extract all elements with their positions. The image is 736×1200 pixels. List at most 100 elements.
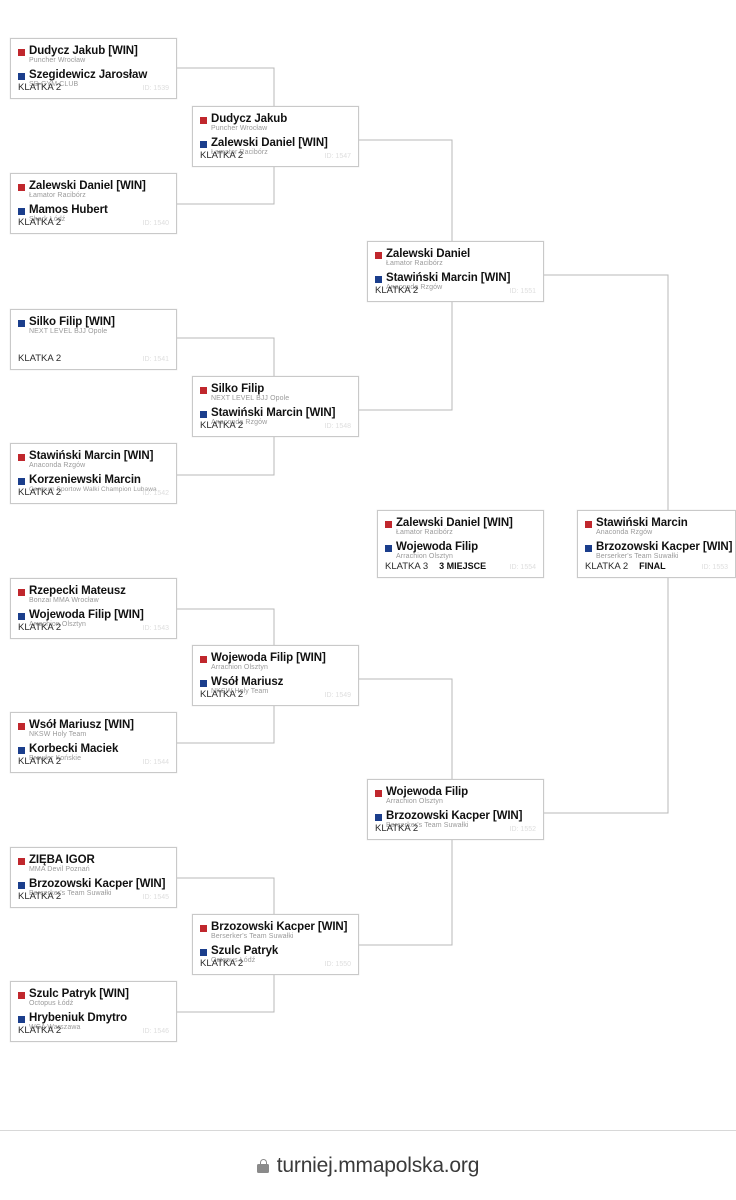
red-corner-icon bbox=[18, 723, 25, 730]
fighter-name: Brzozowski Kacper [WIN] bbox=[386, 810, 523, 823]
match-box[interactable]: Wojewoda Filip [WIN] Arrachion Olsztyn W… bbox=[192, 645, 359, 706]
fighter-gym: Berserker's Team Suwałki bbox=[386, 822, 469, 830]
match-box[interactable]: Stawiński Marcin [WIN] Anaconda Rzgów Ko… bbox=[10, 443, 177, 504]
fighter-name: Stawiński Marcin bbox=[596, 517, 688, 529]
third-place-match-box[interactable]: Zalewski Daniel [WIN] Łamator Racibórz W… bbox=[377, 510, 544, 578]
match-footer: KLATKA 2 ID: 1543 bbox=[18, 622, 169, 633]
match-box[interactable]: Dudycz Jakub Puncher Wrocław Zalewski Da… bbox=[192, 106, 359, 167]
red-corner-icon bbox=[18, 589, 25, 596]
fighter-red: Zalewski Daniel [WIN] bbox=[18, 180, 169, 192]
match-box[interactable]: Wojewoda Filip Arrachion Olsztyn Brzozow… bbox=[367, 779, 544, 840]
fighter-red: Brzozowski Kacper [WIN] bbox=[200, 921, 351, 933]
match-footer: KLATKA 2 ID: 1548 bbox=[200, 420, 351, 431]
fighter-name: Stawiński Marcin [WIN] bbox=[386, 272, 511, 285]
blue-corner-icon bbox=[375, 814, 382, 822]
fighter-blue: Brzozowski Kacper [WIN] bbox=[375, 810, 536, 822]
url-text: turniej.mmapolska.org bbox=[276, 1153, 480, 1177]
fighter-name: Dudycz Jakub [WIN] bbox=[29, 45, 138, 57]
red-corner-icon bbox=[375, 252, 382, 259]
fighter-red: Stawiński Marcin [WIN] bbox=[18, 450, 169, 462]
match-box[interactable]: Silko Filip [WIN] NEXT LEVEL BJJ Opole K… bbox=[10, 309, 177, 370]
third-place-badge: 3 MIEJSCE bbox=[439, 561, 487, 571]
url-display[interactable]: turniej.mmapolska.org bbox=[257, 1154, 479, 1178]
fighter-name: Wojewoda Filip [WIN] bbox=[211, 652, 326, 664]
fighter-name: Szegidewicz Jarosław bbox=[29, 69, 148, 82]
cage-label: KLATKA 2 bbox=[18, 217, 62, 228]
match-box[interactable]: Silko Filip NEXT LEVEL BJJ Opole Stawińs… bbox=[192, 376, 359, 437]
cage-label: KLATKA 2 bbox=[18, 622, 62, 633]
browser-url-bar[interactable]: turniej.mmapolska.org bbox=[0, 1130, 736, 1200]
fighter-blue: Brzozowski Kacper [WIN] bbox=[585, 541, 732, 553]
cage-label: KLATKA 2 bbox=[18, 756, 62, 767]
red-corner-icon bbox=[18, 858, 25, 865]
match-id: ID: 1548 bbox=[324, 423, 351, 430]
fighter-red: Dudycz Jakub [WIN] bbox=[18, 45, 169, 57]
fighter-gym: Bonzai MMA Wrocław bbox=[29, 597, 99, 605]
cage-label: KLATKA 2 bbox=[200, 420, 244, 431]
blue-corner-icon bbox=[18, 882, 25, 890]
fighter-name: Wojewoda Filip bbox=[386, 786, 469, 798]
fighter-blue: Szulc Patryk bbox=[200, 945, 351, 957]
cage-label: KLATKA 2 bbox=[375, 285, 419, 296]
match-footer: KLATKA 3 3 MIEJSCE ID: 1554 bbox=[385, 561, 536, 572]
match-id: ID: 1551 bbox=[509, 288, 536, 295]
match-box[interactable]: Szulc Patryk [WIN] Octopus Łódź Hrybeniu… bbox=[10, 981, 177, 1042]
fighter-name: Wojewoda Filip [WIN] bbox=[29, 609, 144, 622]
fighter-red: Silko Filip bbox=[200, 383, 351, 395]
fighter-gym: Łamator Racibórz bbox=[396, 529, 453, 537]
fighter-gym: Brawler Końskie bbox=[29, 755, 82, 763]
blue-corner-icon bbox=[200, 411, 207, 419]
fighter-name: Silko Filip [WIN] bbox=[29, 316, 115, 328]
blue-corner-icon bbox=[18, 73, 25, 81]
match-footer: KLATKA 2 ID: 1540 bbox=[18, 217, 169, 228]
match-id: ID: 1543 bbox=[142, 625, 169, 632]
fighter-gym: Centrum Sportow Walki Champion Lubawa bbox=[29, 486, 157, 494]
fighter-name: Mamos Hubert bbox=[29, 204, 108, 217]
fighter-gym: Arrachion Olsztyn bbox=[29, 621, 86, 629]
match-footer: KLATKA 2 FINAL ID: 1553 bbox=[585, 561, 728, 572]
fighter-name: Zalewski Daniel [WIN] bbox=[29, 180, 146, 192]
blue-corner-icon bbox=[385, 545, 392, 553]
match-box[interactable]: Zalewski Daniel Łamator Racibórz Stawińs… bbox=[367, 241, 544, 302]
fighter-blue: Hrybeniuk Dmytro bbox=[18, 1012, 169, 1024]
fighter-gym: Arrachion Olsztyn bbox=[386, 798, 443, 806]
fighter-gym: Łamator Racibórz bbox=[29, 192, 86, 200]
match-id: ID: 1542 bbox=[142, 490, 169, 497]
fighter-gym: Arrachion Olsztyn bbox=[211, 664, 268, 672]
cage-label: KLATKA 2 bbox=[585, 561, 629, 572]
match-box[interactable]: Rzepecki Mateusz Bonzai MMA Wrocław Woje… bbox=[10, 578, 177, 639]
fighter-blue: Korbecki Maciek bbox=[18, 743, 169, 755]
fighter-name: Zalewski Daniel bbox=[386, 248, 471, 260]
match-box[interactable]: Dudycz Jakub [WIN] Puncher Wrocław Szegi… bbox=[10, 38, 177, 99]
fighter-name: Zalewski Daniel [WIN] bbox=[396, 517, 513, 529]
fighter-gym: Anaconda Rzgów bbox=[211, 419, 268, 427]
final-badge: FINAL bbox=[639, 561, 666, 571]
match-id: ID: 1553 bbox=[701, 564, 728, 571]
fighter-gym: Anaconda Rzgów bbox=[596, 529, 653, 537]
red-corner-icon bbox=[18, 992, 25, 999]
fighter-gym: Octopus Łódź bbox=[211, 957, 256, 965]
blue-corner-icon bbox=[18, 208, 25, 216]
fighter-gym: WCA Warszawa bbox=[29, 1024, 81, 1032]
blue-corner-icon bbox=[18, 478, 25, 486]
blue-corner-icon bbox=[585, 545, 592, 553]
fighter-name: Stawiński Marcin [WIN] bbox=[29, 450, 154, 462]
fighter-name: Brzozowski Kacper [WIN] bbox=[211, 921, 348, 933]
fighter-gym: MMA Devil Poznań bbox=[29, 866, 90, 874]
fighter-name: Rzepecki Mateusz bbox=[29, 585, 126, 597]
blue-corner-icon bbox=[200, 141, 207, 149]
fighter-name: Wojewoda Filip bbox=[396, 541, 479, 554]
match-id: ID: 1554 bbox=[509, 564, 536, 571]
cage-label: KLATKA 3 bbox=[385, 561, 429, 572]
fighter-blue: Silko Filip [WIN] bbox=[18, 316, 169, 328]
match-box[interactable]: ZIĘBA IGOR MMA Devil Poznań Brzozowski K… bbox=[10, 847, 177, 908]
match-box[interactable]: Wsół Mariusz [WIN] NKSW Holy Team Korbec… bbox=[10, 712, 177, 773]
fighter-red: Wojewoda Filip [WIN] bbox=[200, 652, 351, 664]
final-match-box[interactable]: Stawiński Marcin Anaconda Rzgów Brzozows… bbox=[577, 510, 736, 578]
fighter-blue: Brzozowski Kacper [WIN] bbox=[18, 878, 169, 890]
match-box[interactable]: Zalewski Daniel [WIN] Łamator Racibórz M… bbox=[10, 173, 177, 234]
fighter-gym: SD GYM CLUB bbox=[29, 81, 79, 89]
match-box[interactable]: Brzozowski Kacper [WIN] Berserker's Team… bbox=[192, 914, 359, 975]
match-id: ID: 1550 bbox=[324, 961, 351, 968]
cage-label: KLATKA 2 bbox=[18, 353, 62, 364]
